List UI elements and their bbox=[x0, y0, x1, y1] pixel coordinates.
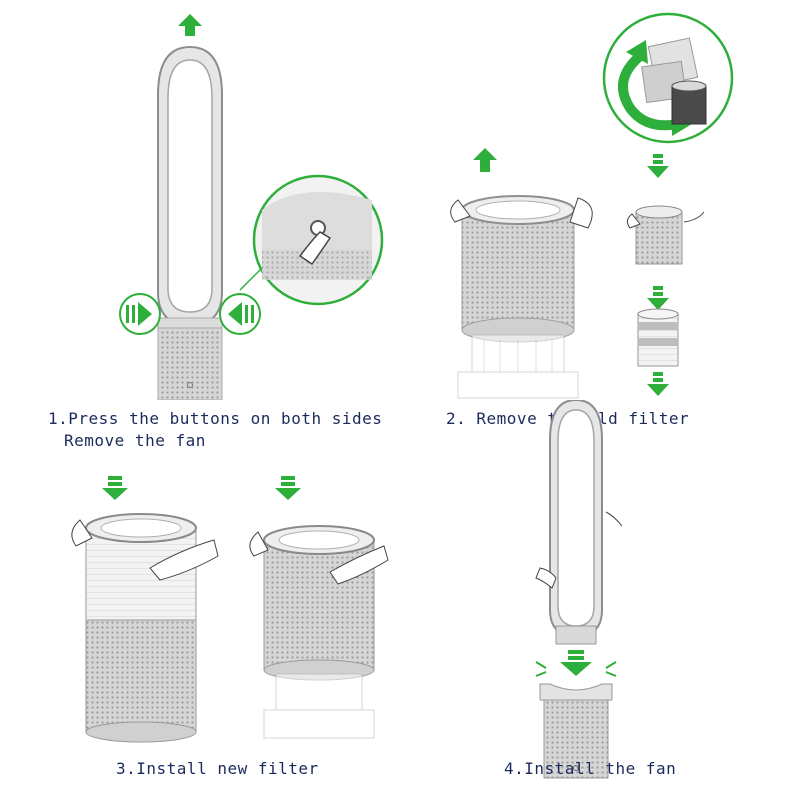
step-4-caption: 4.Install the fan bbox=[504, 759, 677, 778]
old-filter-lifted bbox=[450, 195, 593, 343]
up-arrow-icon bbox=[473, 148, 497, 172]
fan-base bbox=[157, 317, 223, 400]
down-arrow-icon bbox=[560, 650, 592, 676]
step-1-illustration bbox=[119, 14, 384, 400]
step-1-panel: 1.Press the buttons on both sides Remove… bbox=[0, 0, 400, 450]
step-2-panel: 2. Remove the old filter bbox=[400, 0, 800, 428]
fan-base bbox=[539, 683, 613, 779]
step-3-illustration bbox=[71, 476, 389, 743]
press-arrow-icon bbox=[119, 293, 161, 335]
press-arrow-icon bbox=[219, 293, 261, 335]
down-arrow-icon bbox=[647, 154, 669, 178]
new-filter-seated bbox=[249, 525, 389, 739]
new-filter-inserted bbox=[71, 513, 219, 743]
fan-loop bbox=[157, 45, 223, 327]
step-1-caption: 1.Press the buttons on both sides bbox=[48, 409, 383, 428]
down-arrow-icon bbox=[647, 286, 669, 310]
up-arrow-icon bbox=[178, 14, 202, 36]
fan-base-faded bbox=[457, 334, 579, 399]
step-2-illustration bbox=[450, 12, 734, 399]
down-arrow-icon bbox=[102, 476, 128, 500]
step-4-illustration bbox=[535, 400, 623, 779]
filter-removed bbox=[626, 205, 705, 265]
fan-loop bbox=[535, 400, 623, 645]
click-indicator bbox=[535, 661, 617, 677]
filter-stack bbox=[637, 308, 679, 367]
step-4-panel: 4.Install the fan bbox=[400, 400, 800, 800]
rotate-detail-zoom bbox=[602, 12, 734, 144]
down-arrow-icon bbox=[275, 476, 301, 500]
step-3-panel: 3.Install new filter bbox=[0, 400, 400, 800]
step-3-caption: 3.Install new filter bbox=[116, 759, 319, 778]
down-arrow-icon bbox=[647, 372, 669, 396]
step-1-subcaption: Remove the fan bbox=[64, 431, 206, 450]
button-zoom-detail bbox=[239, 174, 384, 306]
